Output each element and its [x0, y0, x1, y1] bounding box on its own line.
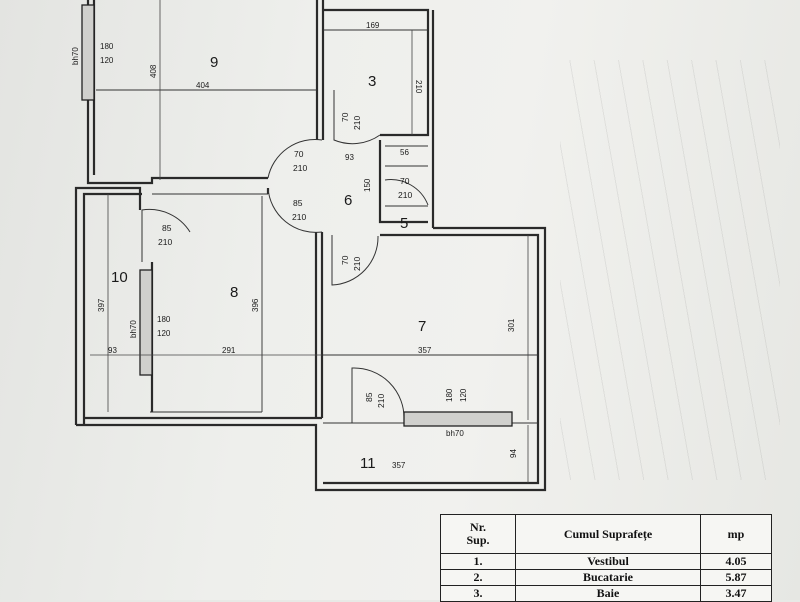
- window-label-room9: 180 120 bh70: [71, 42, 114, 65]
- row-nr: 1.: [440, 553, 516, 570]
- dim-56: 56: [400, 148, 409, 157]
- header-nr: Nr.: [470, 520, 486, 534]
- room-label-3: 3: [368, 73, 376, 90]
- row-nr: 2.: [440, 569, 516, 586]
- table-row: 1. Vestibul 4.05: [440, 553, 772, 570]
- row-name: Baie: [515, 585, 701, 602]
- dim-397: 397: [97, 298, 106, 312]
- room-label-10: 10: [111, 269, 128, 286]
- walls: [74, 0, 547, 492]
- room-label-5: 5: [400, 215, 408, 232]
- faded-handwriting: [560, 60, 780, 480]
- svg-text:120: 120: [459, 388, 468, 402]
- surface-summary-table: Nr. Sup. Cumul Suprafețe mp 1. Vestibul …: [440, 514, 772, 602]
- svg-text:70: 70: [340, 112, 350, 122]
- row-mp: 5.87: [700, 569, 772, 586]
- window-label-room7: 180 120 bh70: [445, 388, 468, 438]
- svg-text:85: 85: [162, 223, 172, 233]
- row-name: Vestibul: [515, 553, 701, 570]
- svg-text:70: 70: [340, 255, 350, 265]
- door-label-room3: 70 210: [340, 112, 362, 130]
- table-row: 2. Bucatarie 5.87: [440, 569, 772, 586]
- dim-291: 291: [222, 346, 236, 355]
- dim-301: 301: [507, 318, 516, 332]
- svg-text:180: 180: [445, 388, 454, 402]
- svg-text:210: 210: [292, 212, 306, 222]
- windows: [81, 4, 513, 427]
- dim-357-mid: 357: [418, 346, 432, 355]
- svg-text:85: 85: [364, 392, 374, 402]
- room-label-11: 11: [360, 455, 376, 472]
- row-mp: 3.47: [700, 585, 772, 602]
- dim-210-room3: 210: [414, 80, 423, 94]
- svg-text:210: 210: [293, 163, 307, 173]
- door-label-room10: 85 210: [158, 223, 172, 247]
- window-label-room10: 180 120 bh70: [129, 315, 171, 338]
- door-swings: [141, 90, 429, 423]
- row-nr: 3.: [440, 585, 516, 602]
- room-label-9: 9: [210, 54, 218, 71]
- svg-text:70: 70: [294, 149, 304, 159]
- header-name: Cumul Suprafețe: [515, 514, 701, 554]
- door-label-room8: 85 210: [292, 198, 306, 222]
- dim-93-top: 93: [345, 153, 354, 162]
- dim-93-left: 93: [108, 346, 117, 355]
- door-label-room5: 70 210: [398, 176, 412, 200]
- room-label-6: 6: [344, 192, 352, 209]
- row-name: Bucatarie: [515, 569, 701, 586]
- dim-404: 404: [196, 81, 210, 90]
- svg-text:180: 180: [100, 42, 114, 51]
- svg-text:120: 120: [157, 329, 171, 338]
- header-nr-sup: Nr. Sup.: [440, 514, 516, 554]
- table-row: 3. Baie 3.47: [440, 585, 772, 602]
- row-mp: 4.05: [700, 553, 772, 570]
- room-label-7: 7: [418, 318, 426, 335]
- svg-text:210: 210: [352, 116, 362, 130]
- dim-357-bottom: 357: [392, 461, 406, 470]
- dim-408: 408: [149, 64, 158, 78]
- dim-94: 94: [509, 449, 518, 458]
- door-label-room7: 70 210: [340, 255, 362, 271]
- svg-text:180: 180: [157, 315, 171, 324]
- dim-150: 150: [363, 178, 372, 192]
- dimension-lines: [90, 0, 529, 483]
- svg-text:70: 70: [400, 176, 410, 186]
- door-label-room11: 85 210: [364, 392, 386, 408]
- svg-text:210: 210: [376, 394, 386, 408]
- header-sup: Sup.: [466, 533, 490, 547]
- svg-text:bh70: bh70: [446, 429, 464, 438]
- svg-text:210: 210: [352, 257, 362, 271]
- dim-396: 396: [251, 298, 260, 312]
- dim-169: 169: [366, 21, 380, 30]
- svg-text:120: 120: [100, 56, 114, 65]
- svg-text:85: 85: [293, 198, 303, 208]
- svg-text:bh70: bh70: [71, 47, 80, 65]
- svg-text:bh70: bh70: [129, 320, 138, 338]
- svg-text:210: 210: [398, 190, 412, 200]
- header-mp: mp: [700, 514, 772, 554]
- door-label-room9: 70 210: [293, 149, 307, 173]
- table-header-row: Nr. Sup. Cumul Suprafețe mp: [440, 514, 772, 554]
- svg-text:210: 210: [158, 237, 172, 247]
- room-label-8: 8: [230, 284, 238, 301]
